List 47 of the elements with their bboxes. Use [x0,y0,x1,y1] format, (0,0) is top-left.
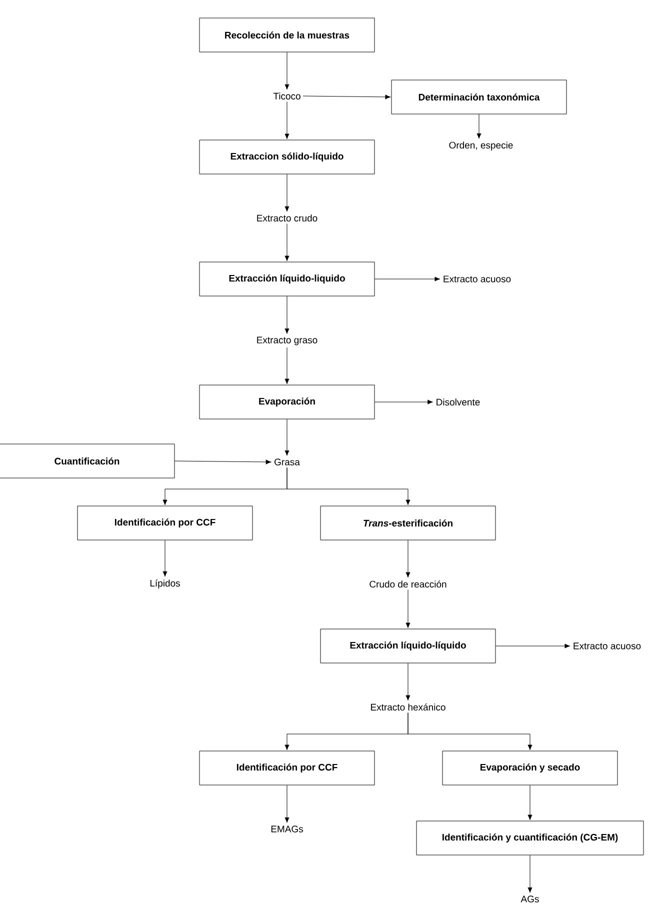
output-label: Extracto hexánico [371,703,446,711]
arrow [284,174,290,212]
output-label: Lípidos [150,580,180,588]
output-label: Extracto acuoso [444,276,511,282]
process-box: Recolección de la muestras [199,18,375,52]
arrow [284,347,290,384]
output-label: AGs [520,896,539,902]
output-label: Ticoco [273,92,300,100]
arrow [528,855,532,893]
output-label: Extracto crudo [257,214,318,222]
process-box: Identificación por CCF [199,750,375,786]
arrow [406,590,410,628]
process-box: Identificación y cuantificación (CG-EM) [416,820,644,856]
output-label: Extracto graso [257,336,318,346]
output-label: Disolvente [436,398,480,406]
process-box: Cuantificación [0,444,175,478]
arrow [302,94,391,100]
arrow [284,296,290,334]
arrow [496,644,570,648]
arrow [174,460,272,464]
arrow [374,400,433,404]
process-box: Trans-esterificación [320,506,496,540]
arrow [284,785,290,823]
process-box: Extracción líquido-liquido [199,262,375,296]
arrow [406,663,410,701]
process-box: Identificación por CCF [77,506,253,540]
arrow [476,114,482,139]
arrow [286,467,410,506]
arrow [284,419,290,456]
output-label: Orden, especie [449,142,513,150]
process-box: Evaporación y secado [442,750,618,786]
arrow [284,101,290,140]
process-box: Determinación taxonómica [391,80,567,114]
output-label: EMAGs [271,826,304,832]
arrow [406,540,410,578]
arrow [162,540,168,577]
output-label: Extracto acuoso [574,642,641,650]
arrow [528,785,532,820]
arrow [284,52,290,90]
arrow [284,223,290,262]
process-box: Evaporación [199,384,375,420]
process-box: Extraccion sólido-líquido [199,140,375,174]
output-label: Crudo de reacción [370,580,446,588]
output-label: Grasa [274,458,300,466]
arrow [408,712,532,750]
arrow [374,276,440,282]
process-box: Extracción líquido-líquido [320,628,496,664]
